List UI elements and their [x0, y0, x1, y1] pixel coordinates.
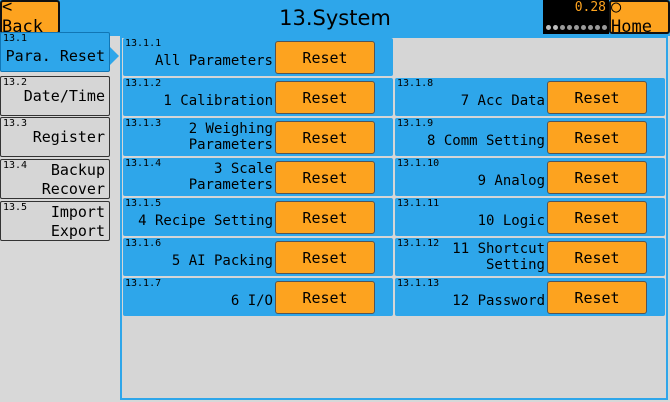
tile-number: 13.1.4 — [125, 158, 162, 169]
tile-label: 4 Recipe Setting — [138, 213, 273, 229]
tile-label: 1 Calibration — [163, 93, 273, 109]
tile-label: All Parameters — [154, 53, 273, 69]
reset-analog-button[interactable]: Reset — [547, 161, 647, 194]
reset-tile-all-parameters: 13.1.1 All Parameters Reset — [123, 38, 393, 76]
sidebar-item-para-reset[interactable]: 13.1 Para. Reset — [0, 32, 110, 72]
reset-io-button[interactable]: Reset — [275, 281, 375, 314]
sidebar-item-label: Date/Time — [23, 87, 105, 105]
reset-calibration-button[interactable]: Reset — [275, 81, 375, 114]
reset-weighing-parameters-button[interactable]: Reset — [275, 121, 375, 154]
reset-comm-setting-button[interactable]: Reset — [547, 121, 647, 154]
weight-indicator: 0.28 — [543, 0, 609, 34]
indicator-dots — [546, 25, 607, 30]
reset-tile-logic: 13.1.11 10 Logic Reset — [395, 198, 665, 236]
reset-ai-packing-button[interactable]: Reset — [275, 241, 375, 274]
sidebar-item-label: Register — [32, 128, 105, 146]
sidebar-item-label: Import Export — [50, 202, 105, 240]
sidebar-item-number: 13.1 — [3, 33, 28, 44]
sidebar-item-import-export[interactable]: 13.5 Import Export — [0, 201, 110, 241]
tile-number: 13.1.10 — [397, 158, 440, 169]
tile-number: 13.1.13 — [397, 278, 440, 289]
reset-tile-ai-packing: 13.1.6 5 AI Packing Reset — [123, 238, 393, 276]
reset-tile-recipe-setting: 13.1.5 4 Recipe Setting Reset — [123, 198, 393, 236]
tile-label: 5 AI Packing — [171, 253, 273, 269]
reset-shortcut-setting-button[interactable]: Reset — [547, 241, 647, 274]
reset-tile-shortcut-setting: 13.1.12 11 Shortcut Setting Reset — [395, 238, 665, 276]
sidebar-item-date-time[interactable]: 13.2 Date/Time — [0, 76, 110, 116]
tile-label: 11 Shortcut Setting — [452, 241, 545, 273]
reset-logic-button[interactable]: Reset — [547, 201, 647, 234]
reset-tile-comm-setting: 13.1.9 8 Comm Setting Reset — [395, 118, 665, 156]
reset-tile-scale-parameters: 13.1.4 3 Scale Parameters Reset — [123, 158, 393, 196]
tile-label: 10 Logic — [477, 213, 545, 229]
reset-all-parameters-button[interactable]: Reset — [275, 41, 375, 74]
tile-number: 13.1.12 — [397, 238, 440, 249]
sidebar-item-number: 13.5 — [3, 202, 28, 213]
reset-password-button[interactable]: Reset — [547, 281, 647, 314]
home-button[interactable]: ○ Home — [609, 0, 670, 37]
sidebar-item-label: Para. Reset — [5, 47, 105, 65]
reset-tile-weighing-parameters: 13.1.3 2 Weighing Parameters Reset — [123, 118, 393, 156]
reset-tile-password: 13.1.13 12 Password Reset — [395, 278, 665, 316]
reset-recipe-setting-button[interactable]: Reset — [275, 201, 375, 234]
sidebar-item-backup-recover[interactable]: 13.4 Backup Recover — [0, 159, 110, 199]
tile-number: 13.1.9 — [397, 118, 434, 129]
tile-number: 13.1.1 — [125, 38, 162, 49]
reset-tile-acc-data: 13.1.8 7 Acc Data Reset — [395, 78, 665, 116]
sidebar-item-label: Backup Recover — [41, 160, 105, 198]
reset-scale-parameters-button[interactable]: Reset — [275, 161, 375, 194]
sidebar-item-number: 13.4 — [3, 160, 28, 171]
tile-number: 13.1.7 — [125, 278, 162, 289]
tile-number: 13.1.5 — [125, 198, 162, 209]
sidebar-item-register[interactable]: 13.3 Register — [0, 117, 110, 157]
tile-label: 7 Acc Data — [460, 93, 545, 109]
tile-number: 13.1.6 — [125, 238, 162, 249]
sidebar-item-number: 13.3 — [3, 118, 28, 129]
selection-arrow-icon — [110, 47, 119, 65]
indicator-value: 0.28 — [574, 0, 606, 15]
tile-label: 3 Scale Parameters — [188, 161, 273, 193]
tile-label: 9 Analog — [477, 173, 545, 189]
tile-number: 13.1.8 — [397, 78, 434, 89]
reset-tile-analog: 13.1.10 9 Analog Reset — [395, 158, 665, 196]
tile-label: 6 I/O — [230, 293, 273, 309]
tile-number: 13.1.3 — [125, 118, 162, 129]
sidebar-item-number: 13.2 — [3, 77, 28, 88]
reset-acc-data-button[interactable]: Reset — [547, 81, 647, 114]
reset-tile-io: 13.1.7 6 I/O Reset — [123, 278, 393, 316]
tile-label: 8 Comm Setting — [426, 133, 545, 149]
reset-tile-calibration: 13.1.2 1 Calibration Reset — [123, 78, 393, 116]
tile-label: 2 Weighing Parameters — [188, 121, 273, 153]
tile-number: 13.1.2 — [125, 78, 162, 89]
back-button[interactable]: < Back — [0, 0, 60, 37]
tile-label: 12 Password — [452, 293, 545, 309]
tile-number: 13.1.11 — [397, 198, 440, 209]
